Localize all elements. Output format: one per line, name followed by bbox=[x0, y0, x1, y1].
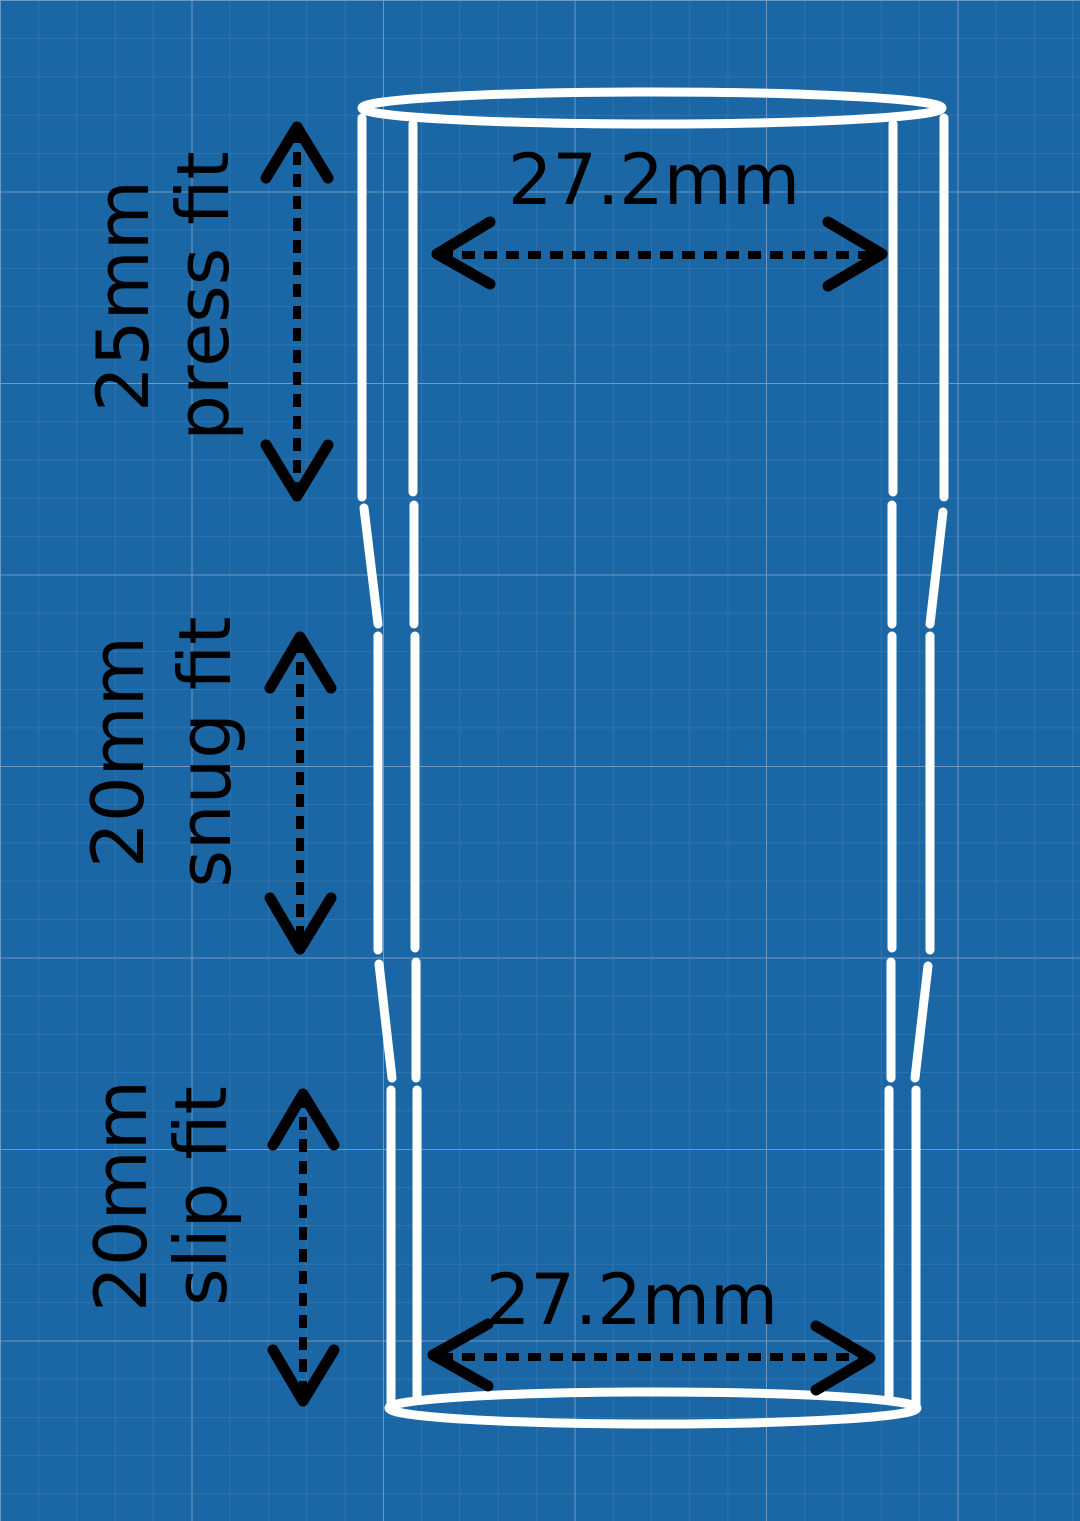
tube-outline bbox=[357, 87, 949, 1429]
snug-fit-label: 20mm snug fit bbox=[76, 617, 247, 888]
press-fit-type-text: press fit bbox=[161, 151, 245, 441]
slip-fit-length-arrow bbox=[267, 1088, 340, 1407]
snug-fit-length-text: 20mm bbox=[76, 636, 160, 868]
taper-1-outer-right bbox=[925, 507, 948, 629]
press-fit-length-arrow bbox=[260, 121, 334, 502]
press-fit-label: 25mm press fit bbox=[81, 151, 245, 441]
taper-1-outer-left bbox=[359, 503, 383, 629]
bottom-diameter-label: 27.2mm bbox=[486, 1259, 778, 1341]
top-diameter-arrow bbox=[431, 216, 888, 292]
slip-fit-length-text: 20mm bbox=[79, 1080, 163, 1312]
slip-fit-label: 20mm slip fit bbox=[79, 1080, 243, 1312]
taper-2-outer-left bbox=[374, 959, 397, 1083]
bottom-diameter-arrow bbox=[427, 1318, 876, 1396]
snug-fit-length-arrow bbox=[264, 631, 337, 955]
tube-top-rim bbox=[357, 87, 947, 129]
slip-fit-type-text: slip fit bbox=[159, 1086, 243, 1306]
press-fit-length-text: 25mm bbox=[81, 180, 165, 412]
top-diameter-label: 27.2mm bbox=[508, 139, 800, 221]
snug-fit-type-text: snug fit bbox=[163, 617, 247, 888]
taper-2-outer-right bbox=[910, 961, 933, 1083]
